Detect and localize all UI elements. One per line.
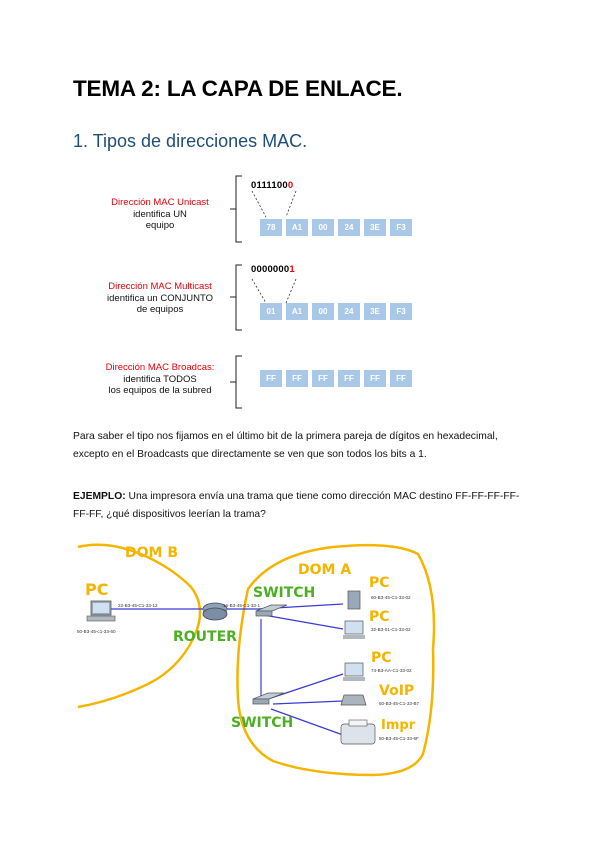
svg-text:50-B3-45-C1-33-B7: 50-B3-45-C1-33-B7 bbox=[379, 701, 420, 706]
dom-a-outline bbox=[236, 543, 436, 777]
device-icons bbox=[340, 590, 376, 745]
svg-text:DOM A: DOM A bbox=[298, 562, 351, 578]
svg-text:ROUTER: ROUTER bbox=[173, 629, 237, 645]
broadcast-byte: FF bbox=[312, 370, 334, 387]
svg-text:74-B3-AA-C1-33-02: 74-B3-AA-C1-33-02 bbox=[371, 668, 412, 673]
unicast-byte: 3E bbox=[364, 219, 386, 236]
dom-b-outline bbox=[77, 543, 202, 709]
broadcast-desc-2: los equipos de la subred bbox=[108, 385, 212, 396]
section-heading: 1. Tipos de direcciones MAC. bbox=[73, 131, 308, 151]
multicast-desc-1: identifica un CONJUNTO bbox=[107, 292, 213, 304]
svg-text:50-B3-45-c1-33-60: 50-B3-45-c1-33-60 bbox=[77, 629, 116, 634]
example-text: Una impresora envía una trama que tiene … bbox=[73, 491, 520, 520]
svg-text:SWITCH: SWITCH bbox=[253, 585, 315, 601]
multicast-desc-2: de equipos bbox=[136, 304, 184, 315]
switch-top-icon bbox=[255, 604, 288, 617]
svg-text:60-B3-45-C1-33-02: 60-B3-45-C1-33-02 bbox=[371, 595, 411, 600]
network-diagram-canvas: 50-B3-45-c1-33-60 22-B3-45-C1-33-12 16-B… bbox=[77, 543, 436, 777]
unicast-byte: 24 bbox=[338, 219, 360, 236]
cables bbox=[109, 603, 344, 736]
bit-leader-lines bbox=[251, 190, 297, 304]
broadcast-byte: FF bbox=[260, 370, 282, 387]
svg-text:32-B3-01-C1-33-02: 32-B3-01-C1-33-02 bbox=[371, 627, 411, 632]
broadcast-byte: FF bbox=[390, 370, 412, 387]
switch-bottom-icon bbox=[252, 692, 285, 705]
unicast-title: Dirección MAC Unicast bbox=[111, 197, 209, 208]
unicast-byte: A1 bbox=[286, 219, 308, 236]
unicast-byte: 00 bbox=[312, 219, 334, 236]
svg-text:PC: PC bbox=[369, 609, 390, 625]
svg-text:Impr: Impr bbox=[381, 718, 416, 733]
unicast-byte: 78 bbox=[260, 219, 282, 236]
svg-text:PC: PC bbox=[371, 650, 392, 666]
broadcast-desc-1: identifica TODOS bbox=[123, 373, 197, 385]
unicast-desc-1: identifica UN bbox=[133, 208, 187, 220]
handwritten-labels: DOM B DOM A PC ROUTER SWITCH SWITCH PC P… bbox=[85, 545, 416, 733]
svg-text:16-B3-45-C1-33-1: 16-B3-45-C1-33-1 bbox=[223, 603, 260, 608]
multicast-label: Dirección MAC Multicast identifica un CO… bbox=[80, 281, 240, 316]
multicast-byte: 01 bbox=[260, 303, 282, 320]
unicast-byte: F3 bbox=[390, 219, 412, 236]
multicast-byte: A1 bbox=[286, 303, 308, 320]
network-diagram: 50-B3-45-c1-33-60 22-B3-45-C1-33-12 16-B… bbox=[73, 529, 453, 777]
mac-small-labels: 50-B3-45-c1-33-60 22-B3-45-C1-33-12 16-B… bbox=[77, 595, 420, 741]
multicast-byte: F3 bbox=[390, 303, 412, 320]
broadcast-title: Dirección MAC Broadcas: bbox=[105, 362, 215, 373]
example-label: EJEMPLO: bbox=[73, 491, 126, 502]
multicast-byte: 3E bbox=[364, 303, 386, 320]
broadcast-byte: FF bbox=[338, 370, 360, 387]
unicast-desc-2: equipo bbox=[145, 220, 175, 231]
multicast-title: Dirección MAC Multicast bbox=[108, 281, 212, 292]
unicast-bits: 01111000 bbox=[251, 180, 294, 191]
svg-text:VoIP: VoIP bbox=[379, 683, 414, 699]
svg-text:DOM B: DOM B bbox=[125, 545, 178, 561]
pc-left-icon bbox=[86, 600, 116, 622]
explanation-paragraph: Para saber el tipo nos fijamos en el últ… bbox=[73, 431, 498, 460]
multicast-byte: 24 bbox=[338, 303, 360, 320]
broadcast-byte: FF bbox=[286, 370, 308, 387]
svg-text:SWITCH: SWITCH bbox=[231, 715, 293, 731]
svg-text:50-B3-45-C1-33-6F: 50-B3-45-C1-33-6F bbox=[379, 736, 419, 741]
multicast-byte: 00 bbox=[312, 303, 334, 320]
multicast-bits: 00000001 bbox=[251, 264, 295, 275]
page-title: TEMA 2: LA CAPA DE ENLACE. bbox=[73, 76, 403, 101]
svg-text:PC: PC bbox=[369, 575, 390, 591]
bracket-lines bbox=[230, 175, 242, 409]
svg-text:PC: PC bbox=[85, 580, 108, 599]
broadcast-label: Dirección MAC Broadcas: identifica TODOS… bbox=[80, 362, 240, 397]
broadcast-byte: FF bbox=[364, 370, 386, 387]
example-paragraph: EJEMPLO: Una impresora envía una trama q… bbox=[73, 488, 533, 523]
router-icon bbox=[202, 602, 228, 621]
unicast-label: Dirección MAC Unicast identifica UN equi… bbox=[80, 197, 240, 232]
svg-text:22-B3-45-C1-33-12: 22-B3-45-C1-33-12 bbox=[118, 603, 158, 608]
